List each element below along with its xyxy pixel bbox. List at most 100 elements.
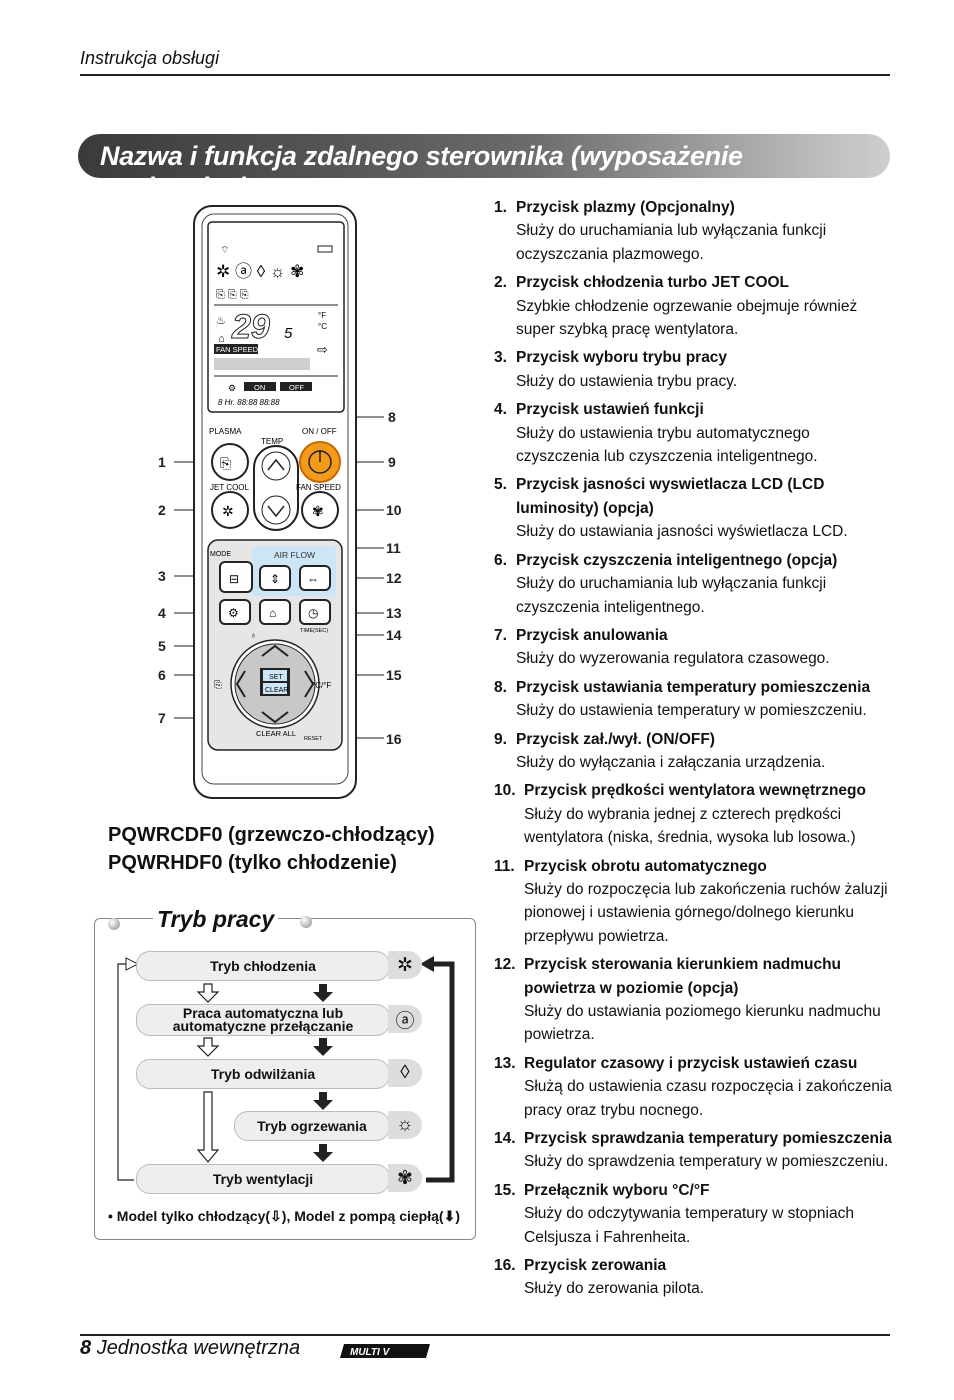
svg-text:1: 1	[158, 454, 166, 470]
mode-heating: Tryb ogrzewania	[234, 1111, 390, 1141]
footer: 8 Jednostka wewnętrzna	[80, 1337, 300, 1360]
svg-text:⇔: ⇔	[307, 572, 319, 586]
model-name-1: PQWRCDF0 (grzewczo-chłodzący)	[108, 824, 435, 846]
svg-text:MODE: MODE	[210, 551, 231, 558]
list-item: 1.Przycisk plazmy (Opcjonalny)Służy do u…	[494, 199, 827, 263]
svg-text:9: 9	[388, 454, 396, 470]
svg-text:✲: ✲	[222, 503, 234, 519]
svg-text:7: 7	[158, 710, 166, 726]
svg-text:⎘: ⎘	[220, 455, 231, 471]
svg-text:AIR FLOW: AIR FLOW	[274, 550, 315, 560]
svg-text:♨: ♨	[216, 315, 226, 327]
svg-text:⌂: ⌂	[218, 333, 225, 345]
svg-text:◷: ◷	[308, 606, 318, 620]
mode-cooling: Tryb chłodzenia	[136, 951, 390, 981]
svg-text:⌔: ⌔	[220, 245, 229, 256]
list-item: 8.Przycisk ustawiania temperatury pomies…	[494, 678, 871, 720]
svg-text:⊟: ⊟	[229, 572, 239, 586]
svg-text:TEMP: TEMP	[261, 437, 283, 446]
svg-text:✲ ⓐ ◊ ☼ ✾: ✲ ⓐ ◊ ☼ ✾	[216, 262, 304, 281]
list-item: 12.Przycisk sterowania kierunkiem nadmuc…	[494, 956, 881, 1044]
svg-text:ON: ON	[254, 383, 265, 392]
filled-arrow-icon: ⬇	[443, 1208, 456, 1224]
svg-text:⚙: ⚙	[228, 606, 239, 620]
svg-text:PLASMA: PLASMA	[209, 427, 242, 436]
multi-v-logo: MULTI V	[340, 1344, 430, 1358]
lcd-temperature: 29	[231, 308, 270, 346]
mode-auto: Praca automatyczna lub automatyczne prze…	[136, 1004, 390, 1036]
svg-text:2: 2	[158, 502, 166, 518]
svg-text:°C: °C	[318, 322, 327, 331]
bullet-dot-right	[300, 916, 312, 928]
outline-arrow-icon: ⇩	[270, 1208, 282, 1224]
list-item: 5.Przycisk jasności wyswietlacza LCD (LC…	[494, 476, 848, 541]
mode-flow-arrows	[117, 956, 455, 1183]
dry-icon: ◊	[388, 1059, 422, 1087]
svg-text:⇕: ⇕	[270, 572, 280, 586]
svg-text:5: 5	[158, 638, 166, 654]
footer-section: Jednostka wewnętrzna	[96, 1337, 301, 1359]
svg-text:⎘: ⎘	[214, 680, 222, 691]
svg-text:FAN SPEED: FAN SPEED	[296, 483, 341, 492]
fan-icon: ✾	[388, 1164, 422, 1192]
function-list: 1.Przycisk plazmy (Opcjonalny)Służy do u…	[494, 196, 894, 1306]
svg-text:⌂: ⌂	[269, 606, 276, 620]
list-item: 14.Przycisk sprawdzania temperatury pomi…	[494, 1130, 892, 1171]
svg-text:SET: SET	[269, 674, 283, 681]
svg-text:CLEAR: CLEAR	[265, 687, 288, 694]
mode-legend-note: • Model tylko chłodzący(⇩), Model z pomp…	[108, 1208, 460, 1224]
svg-text:°C/°F: °C/°F	[312, 681, 331, 690]
section-title: Nazwa i funkcja zdalnego sterownika (wyp…	[100, 141, 743, 202]
model-name-2: PQWRHDF0 (tylko chłodzenie)	[108, 852, 397, 874]
list-item: 9.Przycisk zał./wył. (ON/OFF)Służy do wy…	[494, 730, 826, 771]
auto-icon: ⓐ	[388, 1005, 422, 1033]
svg-text:8: 8	[388, 409, 396, 425]
lcd-decimal: 5	[284, 325, 293, 342]
remote-control-illustration: ⌔ ✲ ⓐ ◊ ☼ ✾ ⎘ ⎘ ⎘ ♨ ⌂ 29 5 °F °C FAN SPE…	[158, 205, 402, 799]
svg-text:3: 3	[158, 568, 166, 584]
svg-text:12: 12	[386, 570, 402, 586]
header-rule	[80, 74, 890, 76]
svg-text:JET COOL: JET COOL	[210, 483, 250, 492]
list-item: 6.Przycisk czyszczenia inteligentnego (o…	[494, 551, 838, 616]
section-title-bar: Nazwa i funkcja zdalnego sterownika (wyp…	[78, 134, 890, 202]
bullet-dot-left	[108, 918, 120, 930]
list-item: 10.Przycisk prędkości wentylatora wewnęt…	[494, 782, 866, 847]
manual-header: Instrukcja obsługi	[80, 48, 220, 68]
svg-text:°F: °F	[318, 311, 326, 320]
svg-text:15: 15	[386, 667, 402, 683]
heating-icon: ☼	[388, 1111, 422, 1139]
svg-text:8 Hr. 88:88 88:88: 8 Hr. 88:88 88:88	[218, 398, 280, 407]
page-number: 8	[80, 1337, 92, 1359]
list-item: 13.Regulator czasowy i przycisk ustawień…	[494, 1054, 892, 1119]
svg-text:✾: ✾	[312, 503, 324, 519]
svg-text:16: 16	[386, 731, 402, 747]
mode-fan: Tryb wentylacji	[136, 1164, 390, 1194]
svg-text:MULTI V: MULTI V	[350, 1347, 391, 1358]
svg-text:10: 10	[386, 502, 402, 518]
operation-mode-panel	[94, 918, 476, 1240]
svg-text:OFF: OFF	[289, 383, 304, 392]
svg-text:♁: ♁	[250, 630, 257, 640]
svg-text:⎘ ⎘ ⎘: ⎘ ⎘ ⎘	[216, 289, 249, 301]
operation-mode-title: Tryb pracy	[153, 906, 279, 933]
mode-dry: Tryb odwilżania	[136, 1059, 390, 1089]
footer-rule	[80, 1334, 890, 1336]
svg-text:6: 6	[158, 667, 166, 683]
svg-text:14: 14	[386, 627, 402, 643]
svg-text:11: 11	[386, 540, 401, 556]
svg-text:13: 13	[386, 605, 402, 621]
svg-text:4: 4	[158, 605, 166, 621]
svg-text:TIME(SEC): TIME(SEC)	[300, 628, 328, 634]
svg-text:⚙: ⚙	[228, 383, 236, 393]
svg-text:FAN SPEED: FAN SPEED	[216, 345, 259, 354]
cooling-icon: ✲	[388, 951, 422, 979]
svg-text:RESET: RESET	[304, 736, 323, 742]
